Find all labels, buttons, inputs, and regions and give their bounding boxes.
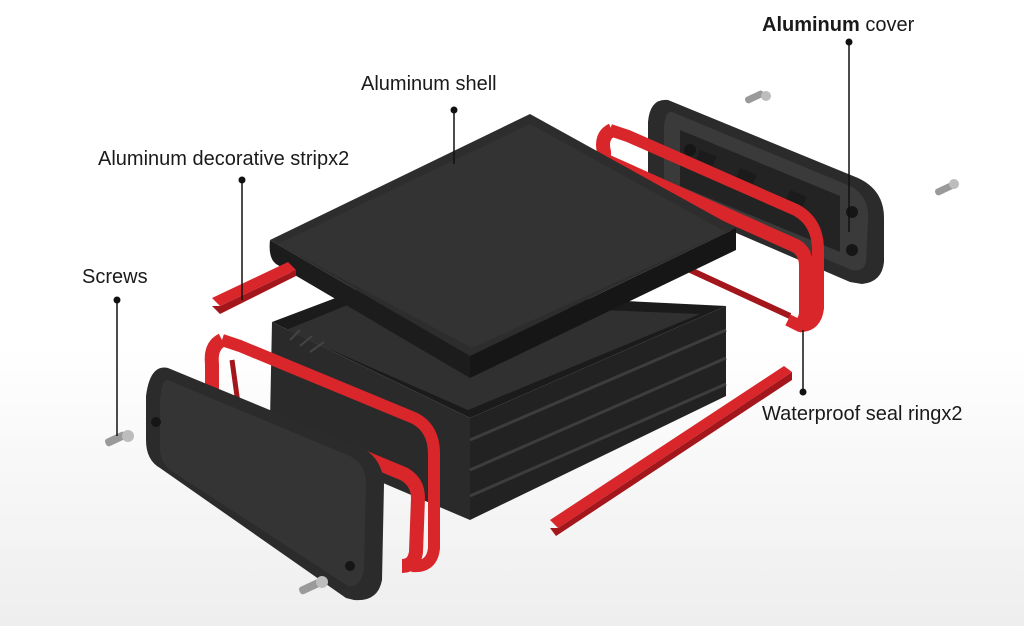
label-screws: Screws: [82, 266, 148, 288]
label-aluminum-shell: Aluminum shell: [361, 73, 497, 95]
top-decorative-strip: [212, 262, 296, 314]
screw-top-right-1: [744, 90, 771, 104]
aluminum-shell-top: [269, 114, 736, 378]
left-aluminum-cover: [146, 367, 384, 601]
leader-screws: [113, 296, 121, 436]
label-seal-ring: Waterproof seal ringx2: [762, 403, 963, 425]
label-aluminum-cover-bold: Aluminum: [762, 14, 860, 36]
label-aluminum-cover-rest: cover: [859, 14, 915, 36]
label-aluminum-cover: Aluminum cover: [762, 14, 914, 37]
leader-shell: [450, 106, 458, 164]
bottom-decorative-strip: [550, 366, 792, 536]
screw-left-1: [104, 430, 134, 447]
leader-cover: [845, 38, 853, 232]
right-seal-ring: [596, 123, 824, 333]
screw-left-2: [298, 576, 328, 595]
leader-seal: [799, 330, 807, 396]
leader-strip: [238, 176, 246, 300]
label-decorative-strip: Aluminum decorative stripx2: [98, 148, 350, 170]
screw-top-right-2: [934, 179, 959, 196]
